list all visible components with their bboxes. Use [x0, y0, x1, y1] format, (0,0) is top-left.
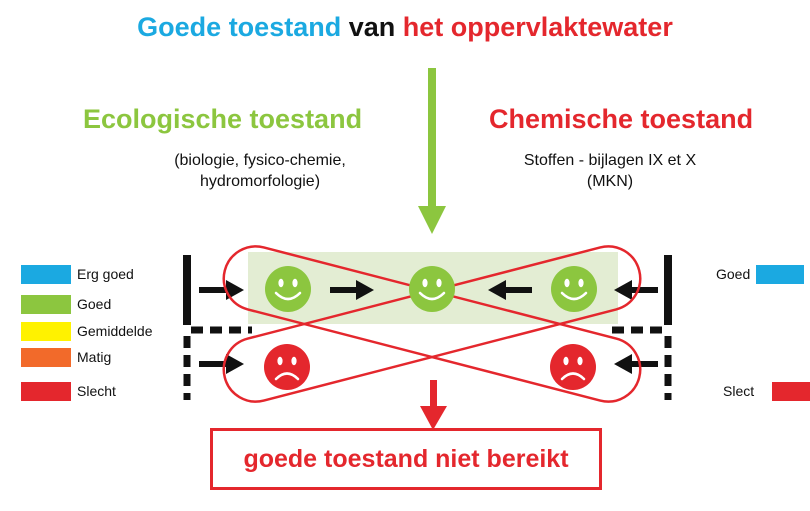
ecological-subtitle-line1: (biologie, fysico-chemie,	[174, 152, 346, 169]
legend-item-matig: Matig	[21, 347, 111, 367]
legend-label: Goed	[716, 266, 751, 282]
legend-swatch	[21, 381, 71, 401]
sad-face-icon	[550, 344, 596, 390]
legend-item-gemiddelde: Gemiddelde	[21, 321, 153, 341]
chemical-heading: Chemische toestand	[489, 104, 754, 134]
legend-swatch	[756, 264, 805, 284]
arrow-right-icon	[199, 280, 244, 300]
legend-label: Goed	[77, 296, 112, 312]
result-text: goede toestand niet bereikt	[243, 444, 569, 473]
title-surface-water: het oppervlaktewater	[402, 12, 673, 42]
legend-item-slect: Slect	[723, 381, 810, 401]
arrow-down-icon	[420, 380, 447, 430]
arrow-down-icon	[418, 68, 446, 234]
right-bracket	[612, 255, 672, 400]
legend-item-goed: Goed	[716, 264, 810, 284]
legend-swatch	[21, 321, 71, 341]
legend-label: Slect	[723, 383, 755, 399]
ecological-heading: Ecologische toestand	[83, 104, 363, 134]
chemical-subtitle: Stoffen - bijlagen IX et X (MKN)	[470, 150, 750, 192]
happy-face-icon	[409, 266, 455, 312]
arrow-left-icon	[614, 354, 658, 374]
legend-label: Slecht	[77, 383, 116, 399]
legend-label: Matig	[77, 349, 112, 365]
chemical-subtitle-line2: (MKN)	[586, 173, 634, 190]
arrow-left-icon	[488, 280, 532, 300]
chemical-subtitle-line1: Stoffen - bijlagen IX et X	[523, 152, 697, 169]
legend-label: Gemiddelde	[77, 323, 153, 339]
title-good-status: Goede toestand	[137, 12, 342, 42]
legend-label: Erg goed	[77, 266, 134, 282]
arrow-left-icon	[614, 280, 658, 300]
legend-swatch	[772, 381, 810, 401]
result-box: goede toestand niet bereikt	[210, 428, 602, 490]
legend-swatch	[21, 264, 71, 284]
left-bracket	[183, 255, 252, 400]
arrow-right-icon	[199, 354, 244, 374]
legend-swatch	[21, 347, 71, 367]
happy-face-icon	[265, 266, 311, 312]
happy-face-icon	[551, 266, 597, 312]
diagram-title: Goede toestand van het oppervlaktewater	[0, 12, 810, 43]
legend-item-goed: Goed	[21, 294, 111, 314]
legend-item-slecht: Slecht	[21, 381, 116, 401]
legend-swatch	[21, 294, 71, 314]
legend-item-erg-goed: Erg goed	[21, 264, 134, 284]
ecological-subtitle: (biologie, fysico-chemie, hydromorfologi…	[120, 150, 400, 192]
title-of: van	[341, 12, 403, 42]
arrow-right-icon	[330, 280, 374, 300]
ecological-subtitle-line2: hydromorfologie)	[199, 173, 321, 190]
sad-face-icon	[264, 344, 310, 390]
